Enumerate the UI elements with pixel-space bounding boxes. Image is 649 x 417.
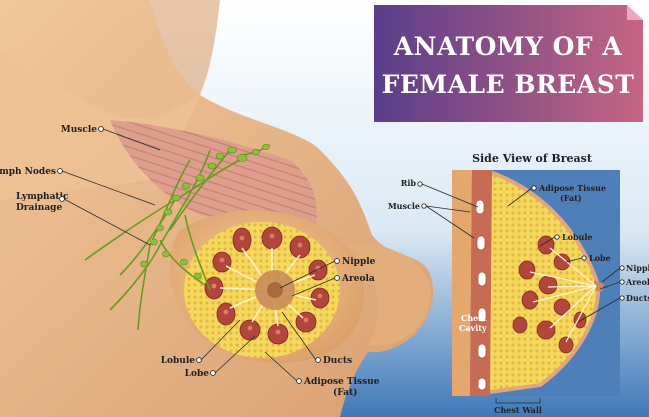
title-banner: ANATOMY OF A FEMALE BREAST bbox=[374, 5, 643, 122]
label-adipose-2: (Fat) bbox=[333, 387, 357, 398]
side-label-chest-cavity-2: Cavity bbox=[459, 323, 487, 333]
side-chest-cavity bbox=[452, 170, 472, 396]
label-lymph-nodes: Lymph Nodes bbox=[0, 167, 56, 177]
side-label-lobule: Lobule bbox=[562, 232, 593, 242]
side-label-rib: Rib bbox=[401, 178, 417, 188]
label-lobule: Lobule bbox=[161, 356, 196, 366]
side-label-muscle: Muscle bbox=[388, 201, 420, 211]
nipple bbox=[267, 282, 283, 298]
side-label-chest-cavity-1: Chest bbox=[461, 313, 487, 323]
label-lobe: Lobe bbox=[185, 369, 210, 379]
side-label-ducts: Ducts bbox=[626, 293, 649, 303]
label-adipose-1: Adipose Tissue bbox=[303, 377, 380, 387]
label-ducts: Ducts bbox=[323, 356, 352, 366]
side-label-adipose-2: (Fat) bbox=[560, 193, 582, 203]
title-line-1: ANATOMY OF A bbox=[393, 32, 623, 61]
side-view-title: Side View of Breast bbox=[472, 152, 593, 165]
side-label-adipose-1: Adipose Tissue bbox=[538, 183, 606, 193]
label-muscle: Muscle bbox=[61, 125, 97, 135]
side-label-chest-wall: Chest Wall bbox=[494, 405, 542, 415]
title-line-2: FEMALE BREAST bbox=[382, 70, 635, 99]
label-areola: Areola bbox=[341, 274, 375, 284]
side-label-nipple: Nipple bbox=[626, 263, 649, 273]
side-label-areola: Areola bbox=[625, 277, 649, 287]
label-nipple: Nipple bbox=[342, 257, 376, 267]
side-label-lobe: Lobe bbox=[589, 253, 611, 263]
label-lymphatic-2: Drainage bbox=[16, 203, 62, 213]
